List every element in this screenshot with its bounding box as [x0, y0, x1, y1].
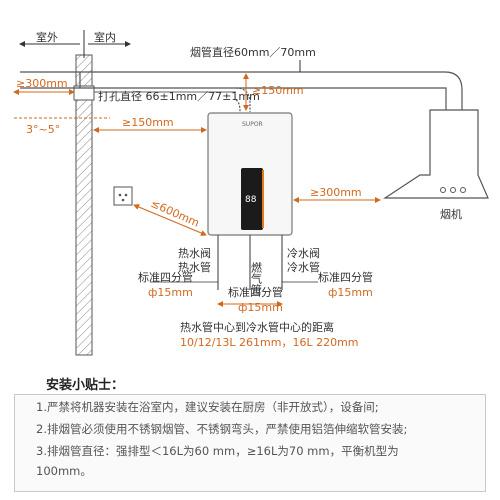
hood-knob-1 — [440, 187, 446, 193]
installation-diagram: 室外 室内 烟管直径60mm／70mm 烟机 ≥300mm 打孔直径 66±1m… — [13, 30, 489, 356]
hood-knob-3 — [460, 187, 466, 193]
tips-box — [14, 394, 486, 492]
center-distance-title: 热水管中心到冷水管中心的距离 — [180, 320, 334, 334]
socket-gap-dimension — [133, 204, 207, 236]
outdoor-label: 室外 — [36, 30, 58, 44]
phi-mid-label: ф15mm — [238, 301, 283, 314]
socket-hole-3 — [121, 198, 125, 202]
hot-pipe-label: 热水管 — [178, 260, 211, 274]
top-gap-label: ≥150mm — [252, 84, 304, 97]
hot-valve-label: 热水阀 — [178, 246, 211, 260]
socket-hole-1 — [118, 193, 122, 197]
socket-gap-label: ≤600mm — [149, 197, 201, 230]
center-distance-values: 10/12/13L 261mm，16L 220mm — [180, 336, 359, 349]
std-pipe-right-label: 标准四分管 — [318, 270, 373, 284]
phi-left-label: ф15mm — [148, 286, 193, 299]
hood-knob-2 — [450, 187, 456, 193]
hood-label: 烟机 — [440, 207, 462, 221]
hood-gap-label: ≥300mm — [310, 186, 362, 199]
cold-valve-label: 冷水阀 — [287, 246, 320, 260]
flue-diameter-label: 烟管直径60mm／70mm — [190, 45, 316, 59]
power-socket — [113, 186, 133, 206]
cold-pipe-label: 冷水管 — [287, 260, 320, 274]
heater-accent-strip — [262, 170, 264, 228]
socket-hole-2 — [124, 193, 128, 197]
side-gap-label: ≥150mm — [122, 116, 174, 129]
std-pipe-mid-label: 标准四分管 — [228, 285, 283, 299]
tip-item-2: 2.排烟管必须使用不锈钢烟管、不锈钢弯头，严禁使用铝箔伸缩软管安装; — [36, 422, 408, 436]
wall-gap-label: ≥300mm — [16, 77, 68, 90]
tip-item-4: 100mm。 — [36, 464, 92, 478]
indoor-label: 室内 — [94, 30, 116, 44]
std-pipe-left-label: 标准四分管 — [138, 270, 193, 284]
hole-diameter-label: 打孔直径 66±1mm／77±1mm — [98, 89, 260, 103]
gas-pipe-label: 燃气管 — [250, 261, 263, 296]
tips-title: 安装小贴士： — [46, 378, 125, 393]
tip-item-3: 3.排烟管直径：强排型＜16L为60 mm，≥16L为70 mm，平衡机型为 — [36, 444, 399, 458]
tip-item-1: 1.严禁将机器安装在浴室内，建议安装在厨房（非开放式），设备间; — [36, 400, 379, 414]
heater-display-value: 88 — [245, 195, 257, 205]
installation-tips: 安装小贴士： 1.严禁将机器安装在浴室内，建议安装在厨房（非开放式），设备间; … — [0, 360, 500, 500]
cooker-hood — [382, 109, 489, 199]
heater-display — [241, 168, 263, 230]
heater-brand: SUPOR — [242, 121, 263, 128]
slope-label: 3°~5° — [26, 123, 60, 136]
flue-pipe — [20, 71, 463, 110]
phi-right-label: ф15mm — [328, 286, 373, 299]
